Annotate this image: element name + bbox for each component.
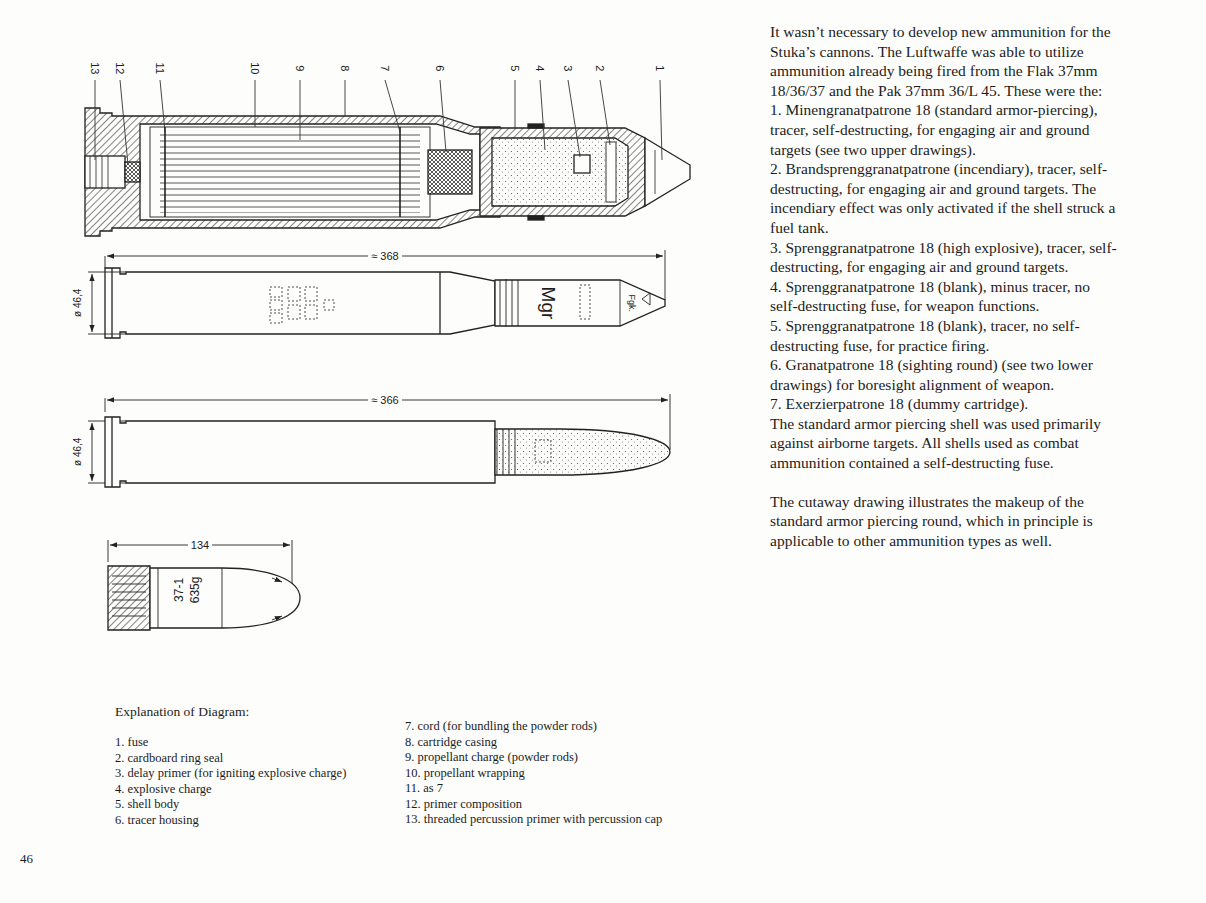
callout-number: 1 [654,65,667,71]
legend-item: 10. propellant wrapping [405,766,525,780]
body-paragraph: It wasn’t necessary to develop new ammun… [770,22,1118,100]
marking: Fgk. [627,294,637,312]
legend-item: 5. shell body [115,797,179,811]
dimension: ≈ 368 [368,250,401,263]
dimension: 134 [188,539,212,552]
ammo-list-item: 1. Minengranatpatrone 18 (standard armor… [770,100,1118,159]
legend-item: 4. explosive charge [115,782,212,796]
ammo-list-item: The standard armor piercing shell was us… [770,414,1118,473]
callout-leader-lines [95,80,662,165]
callout-number: 5 [509,65,522,71]
callout-number: 9 [294,65,307,71]
diagram-heading: Explanation of Diagram: [115,704,249,720]
profile-round [105,268,665,338]
dimension: ø 46,4 [72,435,84,469]
sighting-projectile [108,566,300,630]
callout-number: 6 [434,65,447,71]
legend-item: 12. primer composition [405,797,522,811]
legend-item: 9. propellant charge (powder rods) [405,750,578,764]
dimension: ≈ 366 [368,394,401,407]
callout-number: 12 [114,62,127,74]
ammo-list-item: 5. Sprenggranatpatrone 18 (blank), trace… [770,316,1118,355]
legend-item: 2. cardboard ring seal [115,751,223,765]
legend-item: 7. cord (for bundling the powder rods) [405,719,597,733]
marking: 37-1 [173,578,187,602]
sighting-round [105,417,670,487]
text-column: It wasn’t necessary to develop new ammun… [770,22,1118,550]
callout-number: 10 [249,62,262,74]
callout-number: 4 [534,65,547,71]
legend-item: 3. delay primer (for igniting explosive … [115,766,346,780]
callout-number: 7 [379,65,392,71]
legend-item: 8. cartridge casing [405,735,497,749]
marking: Mgr [537,287,559,320]
legend-item: 11. as 7 [405,781,443,795]
ammo-list-item: 4. Sprenggranatpatrone 18 (blank), minus… [770,277,1118,316]
callout-number: 11 [154,62,167,73]
marking: 635g [189,577,203,604]
legend-item: 13. threaded percussion primer with perc… [405,812,662,826]
callout-number: 3 [562,65,575,71]
body-paragraph: The cutaway drawing illustrates the make… [770,492,1118,551]
ammo-list-item: 7. Exerzierpatrone 18 (dummy cartridge). [770,394,1118,414]
cutaway-round [85,108,690,236]
ammo-list-item: 6. Granatpatrone 18 (sighting round) (se… [770,355,1118,394]
callout-number: 2 [594,65,607,71]
legend-item: 1. fuse [115,735,148,749]
dimension: ø 46,4 [72,286,84,320]
ammo-list-item: 3. Sprenggranatpatrone 18 (high explosiv… [770,238,1118,277]
page-number: 46 [20,852,33,867]
callout-number: 8 [339,65,352,71]
legend-item: 6. tracer housing [115,813,199,827]
dimension-lines [88,250,670,596]
ammo-list-item: 2. Brandsprenggranatpatrone (incendiary)… [770,159,1118,237]
callout-number: 13 [89,62,102,74]
